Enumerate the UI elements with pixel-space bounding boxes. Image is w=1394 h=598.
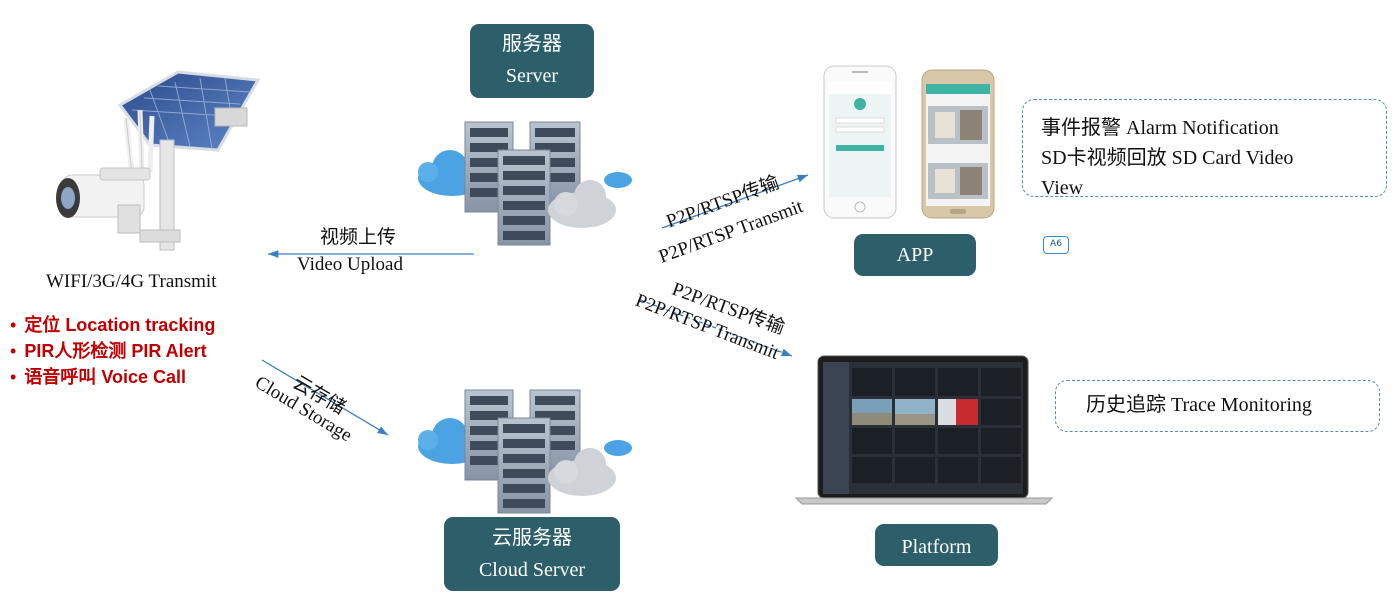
feature-pir: PIR人形检测 PIR Alert [24, 341, 207, 361]
app-box: APP [854, 234, 976, 276]
platform-label: Platform [901, 536, 972, 558]
cloud-server-label-en: Cloud Server [478, 559, 586, 581]
video-upload-en: Video Upload [297, 254, 403, 275]
p2p-platform-arrow [639, 299, 793, 357]
cloud-server-cluster-icon [418, 389, 632, 514]
app-features-callout: 事件报警 Alarm Notification SD卡视频回放 SD Card … [1022, 99, 1387, 199]
app-feature-sd-card: SD卡视频回放 SD Card Video [1041, 147, 1294, 169]
comment-badge: A6 [1043, 236, 1069, 254]
video-upload-cn: 视频上传 [320, 227, 397, 248]
server-cluster-icon [418, 121, 632, 246]
cloud-storage-arrow [261, 359, 389, 436]
solar-camera-icon [56, 70, 261, 251]
app-label: APP [896, 244, 934, 266]
feature-item: •定位 Location tracking [10, 315, 216, 335]
smartphones-icon [823, 65, 995, 219]
feature-item: •PIR人形检测 PIR Alert [10, 341, 207, 361]
cloud-server-label-cn: 云服务器 [492, 527, 572, 549]
app-feature-alarm: 事件报警 Alarm Notification [1041, 117, 1279, 139]
comment-badge-text: A6 [1050, 239, 1062, 249]
transmit-label: WIFI/3G/4G Transmit [46, 271, 217, 292]
server-box: 服务器 Server [470, 24, 594, 98]
feature-location: 定位 Location tracking [24, 315, 216, 335]
p2p-app-arrow [661, 174, 809, 229]
app-feature-sd-card-cont: View [1041, 177, 1084, 199]
platform-feature-callout: 历史追踪 Trace Monitoring [1055, 380, 1380, 432]
laptop-platform-icon [794, 355, 1054, 505]
server-label-en: Server [505, 65, 559, 87]
feature-voice: 语音呼叫 Voice Call [24, 367, 187, 387]
platform-feature-trace: 历史追踪 Trace Monitoring [1086, 394, 1312, 416]
server-label-cn: 服务器 [502, 33, 562, 55]
platform-box: Platform [875, 524, 998, 566]
cloud-server-box: 云服务器 Cloud Server [444, 517, 620, 591]
feature-item: •语音呼叫 Voice Call [10, 367, 187, 387]
